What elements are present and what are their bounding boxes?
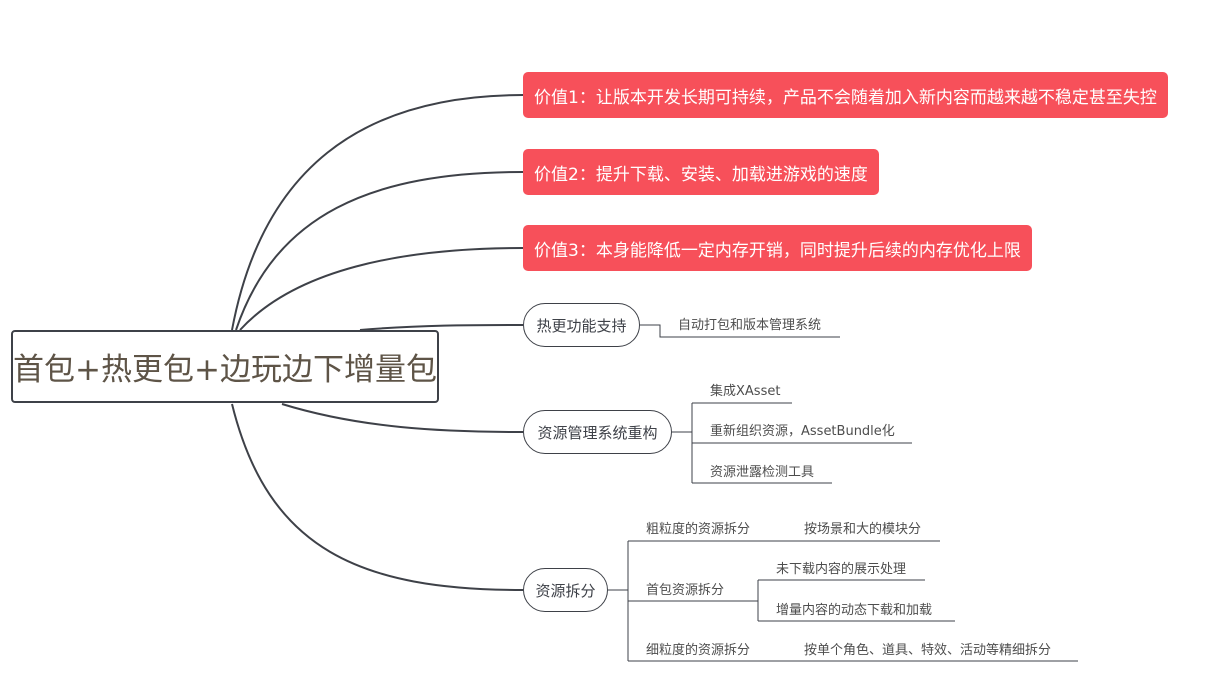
value-topic-1[interactable]: 价值1：让版本开发长期可持续，产品不会随着加入新内容而越来越不稳定甚至失控 xyxy=(523,72,1168,118)
link-root-value3 xyxy=(239,247,524,331)
value-topic-3[interactable]: 价值3：本身能降低一定内存开销，同时提升后续的内存优化上限 xyxy=(523,225,1032,271)
leaf-fine-split[interactable]: 细粒度的资源拆分 xyxy=(646,643,751,658)
link-root-split xyxy=(231,403,524,591)
link-root-value2 xyxy=(235,171,524,331)
value-topic-2[interactable]: 价值2：提升下载、安装、加载进游戏的速度 xyxy=(523,149,879,195)
branch-resource-split[interactable]: 资源拆分 xyxy=(523,568,608,612)
branch-hotupdate[interactable]: 热更功能支持 xyxy=(523,303,640,347)
leaf-coarse-split[interactable]: 粗粒度的资源拆分 xyxy=(646,522,751,537)
value-topic-2-label: 价值2：提升下载、安装、加载进游戏的速度 xyxy=(534,164,868,185)
branch-hotupdate-label: 热更功能支持 xyxy=(536,316,627,335)
value-topic-3-label: 价值3：本身能降低一定内存开销，同时提升后续的内存优化上限 xyxy=(534,240,1021,261)
leaf-assetbundle[interactable]: 重新组织资源，AssetBundle化 xyxy=(710,424,895,439)
link-root-resource xyxy=(281,403,524,433)
branch-resource-management-label: 资源管理系统重构 xyxy=(537,423,658,442)
leaf-incremental-download[interactable]: 增量内容的动态下载和加载 xyxy=(776,603,933,618)
branch-resource-management[interactable]: 资源管理系统重构 xyxy=(523,410,672,454)
link-root-value1 xyxy=(231,94,524,331)
root-topic[interactable]: 首包+热更包+边玩边下增量包 xyxy=(11,330,439,403)
leaf-leak-detection[interactable]: 资源泄露检测工具 xyxy=(710,465,815,480)
branch-resource-split-label: 资源拆分 xyxy=(535,581,596,600)
leaf-auto-packaging[interactable]: 自动打包和版本管理系统 xyxy=(678,318,822,333)
leaf-by-scene[interactable]: 按场景和大的模块分 xyxy=(804,522,922,537)
leaf-first-package-split[interactable]: 首包资源拆分 xyxy=(646,583,725,598)
root-topic-label: 首包+热更包+边玩边下增量包 xyxy=(13,352,437,388)
link-root-hotupdate xyxy=(359,324,524,331)
leaf-fine-grained-items[interactable]: 按单个角色、道具、特效、活动等精细拆分 xyxy=(804,643,1052,658)
leaf-xasset[interactable]: 集成XAsset xyxy=(710,384,781,399)
leaf-undownloaded-display[interactable]: 未下载内容的展示处理 xyxy=(776,562,907,577)
value-topic-1-label: 价值1：让版本开发长期可持续，产品不会随着加入新内容而越来越不稳定甚至失控 xyxy=(534,87,1157,108)
